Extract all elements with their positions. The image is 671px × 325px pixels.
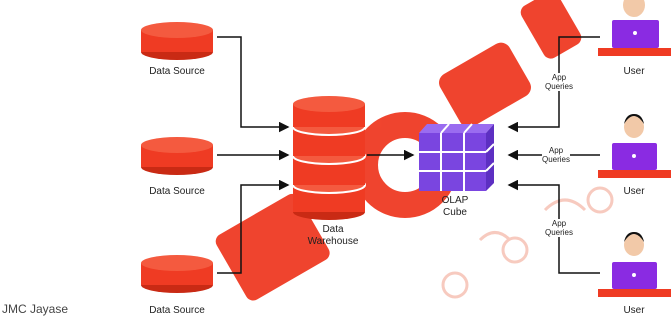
- app-queries-label-1: App Queries: [544, 73, 574, 91]
- user-3-label: User: [623, 305, 645, 316]
- data-warehouse-label: Data Warehouse: [308, 224, 359, 248]
- data-source-1-label: Data Source: [149, 66, 205, 77]
- data-source-2-icon: [141, 137, 213, 175]
- olap-cube-label-line2: Cube: [443, 207, 467, 218]
- data-warehouse-label-line1: Data: [322, 224, 344, 235]
- app-queries-label-3: App Queries: [544, 219, 574, 237]
- data-warehouse-label-line2: Warehouse: [307, 236, 359, 247]
- user-3-icon: [598, 232, 671, 297]
- data-warehouse-icon: [292, 96, 366, 220]
- app-queries-3-line1: App: [551, 219, 567, 228]
- app-queries-1-line1: App: [551, 73, 567, 82]
- data-source-2-label: Data Source: [149, 186, 205, 197]
- olap-cube-icon: [419, 123, 495, 191]
- user-2-icon: [598, 114, 671, 178]
- app-queries-3-line2: Queries: [544, 228, 574, 237]
- edge-source-3-warehouse: [217, 179, 290, 274]
- data-source-3-label: Data Source: [149, 305, 205, 316]
- edge-source-1-warehouse: [217, 36, 290, 133]
- app-queries-2-line2: Queries: [541, 155, 571, 164]
- user-1-label: User: [623, 66, 645, 77]
- app-queries-label-2: App Queries: [541, 146, 571, 164]
- olap-cube-label-line1: OLAP: [441, 195, 469, 206]
- olap-cube-label: OLAP Cube: [442, 195, 469, 219]
- source-connectors: [217, 36, 415, 274]
- app-queries-2-line1: App: [548, 146, 564, 155]
- user-1-icon: [598, 0, 671, 56]
- user-2-label: User: [623, 186, 645, 197]
- app-queries-1-line2: Queries: [544, 82, 574, 91]
- data-source-1-icon: [141, 22, 213, 60]
- credit-text: JMC Jayase: [2, 302, 69, 316]
- data-source-3-icon: [141, 255, 213, 293]
